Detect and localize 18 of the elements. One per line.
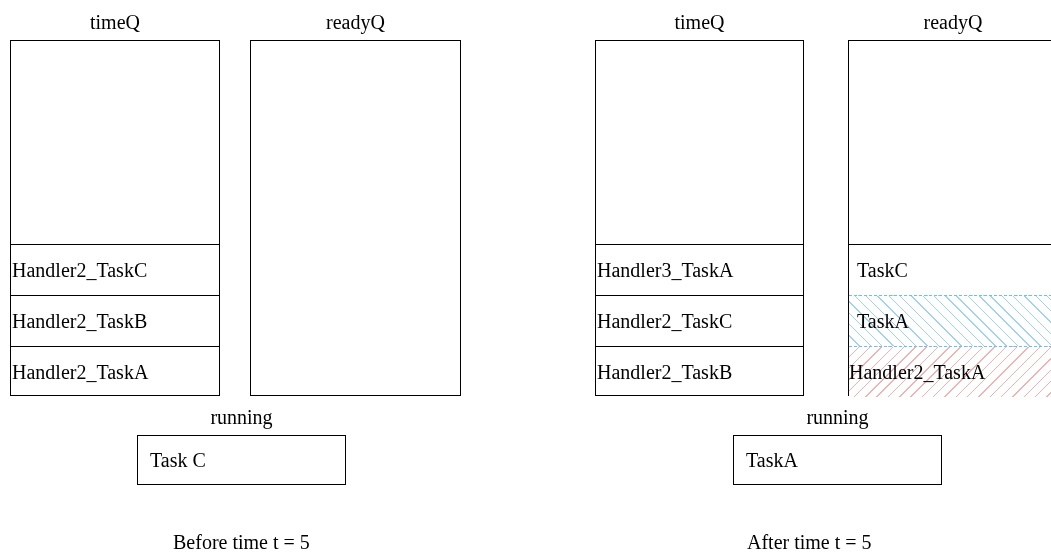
queue-title: timeQ <box>89 10 141 34</box>
running-box: TaskA <box>733 435 942 485</box>
queue-entry: Handler2_TaskC <box>11 244 219 295</box>
queue-entry: Handler2_TaskC <box>596 295 803 346</box>
queue-entry: TaskA <box>849 295 1051 346</box>
queue-title: readyQ <box>922 10 984 34</box>
caption: After time t = 5 <box>747 530 872 554</box>
caption: Before time t = 5 <box>173 530 310 554</box>
queue-entry: Handler2_TaskA <box>11 346 219 397</box>
queue-entry: Handler2_TaskB <box>11 295 219 346</box>
running-box: Task C <box>137 435 346 485</box>
queue-title: readyQ <box>325 10 386 34</box>
queue-entry: Handler2_TaskB <box>596 346 803 397</box>
running-title: running <box>805 405 870 429</box>
queue-entry: Handler3_TaskA <box>596 244 803 295</box>
queue-title: timeQ <box>673 10 726 34</box>
running-title: running <box>209 405 274 429</box>
queue-entry: Handler2_TaskA <box>849 346 1051 397</box>
